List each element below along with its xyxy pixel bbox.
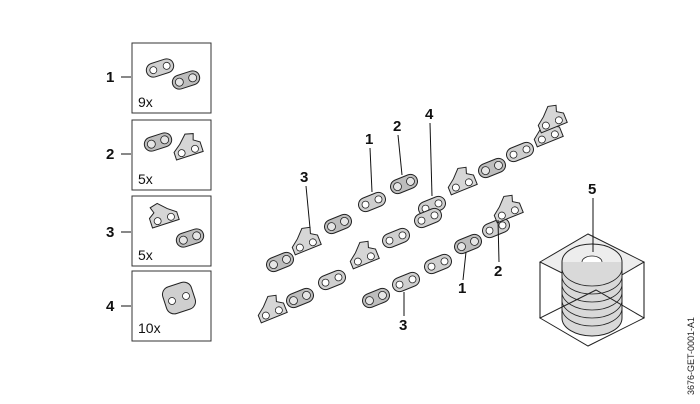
legend-number-1: 1 [106,69,114,86]
legend-quantity-2: 5x [138,171,153,187]
legend-number-3: 3 [106,224,114,241]
callouts: 3 1 2 4 2 1 3 5 [300,106,596,334]
callout-upper-1: 1 [365,131,373,148]
legend-item-1: 1 9x [106,42,212,114]
legend-item-4: 4 10x [106,270,212,342]
chain-spool [538,233,646,347]
callout-lower-3: 3 [399,317,407,334]
legend-quantity-4: 10x [138,320,161,336]
legend-box-2 [131,119,212,191]
callout-upper-4: 4 [425,106,434,123]
legend-quantity-3: 5x [138,247,153,263]
legend-quantity-1: 9x [138,94,153,110]
drawing-code: 3676-GET-0001-A1 [686,317,696,395]
callout-lower-1: 1 [458,280,466,297]
callout-upper-3: 3 [300,169,308,186]
callout-spool-5: 5 [588,181,596,198]
drive-link-icon [161,281,197,315]
legend: 1 9x 2 5x 3 [106,42,212,342]
legend-number-4: 4 [106,298,115,315]
legend-number-2: 2 [106,146,114,163]
legend-item-3: 3 5x [106,195,212,267]
callout-upper-2: 2 [393,118,401,135]
callout-lower-2: 2 [494,263,502,280]
legend-item-2: 2 5x [106,119,212,191]
